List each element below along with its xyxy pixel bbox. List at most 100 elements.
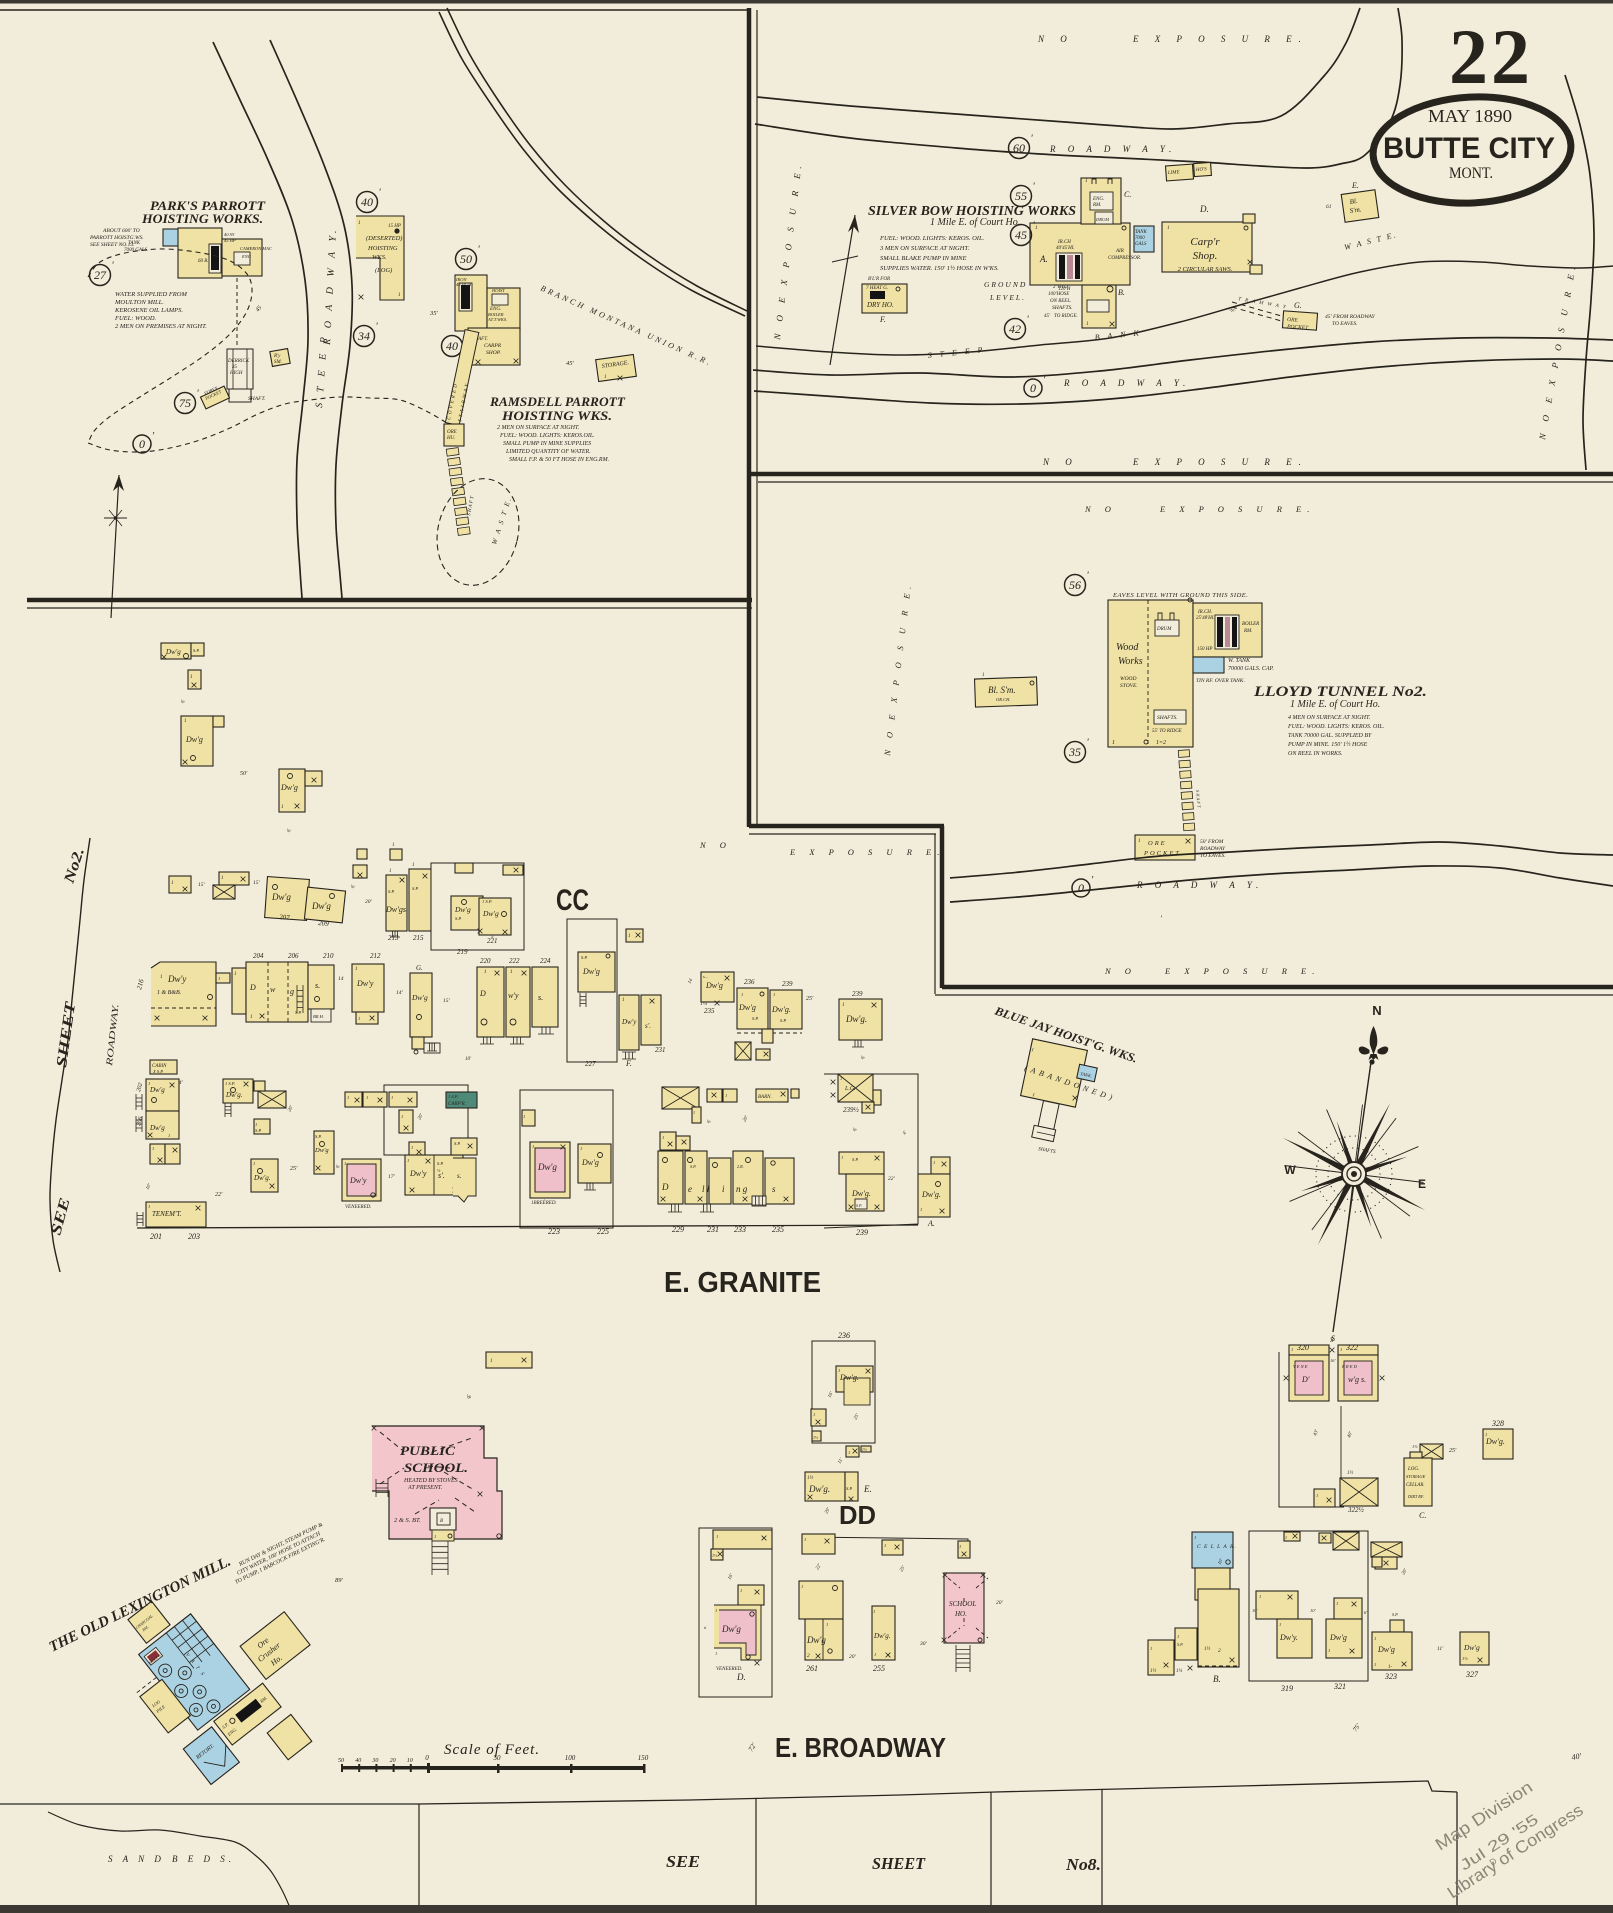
- svg-text:S.P.: S.P.: [1177, 1642, 1183, 1647]
- svg-text:70000 GALS. CAP.: 70000 GALS. CAP.: [1228, 666, 1274, 672]
- svg-text:ENG.: ENG.: [1092, 197, 1104, 202]
- svg-text:PUBLIC: PUBLIC: [400, 1443, 455, 1458]
- svg-text:ORE: ORE: [447, 430, 457, 435]
- svg-text:1BREÈRED.: 1BREÈRED.: [531, 1200, 557, 1206]
- svg-text:1: 1: [873, 1609, 875, 1614]
- svg-text:1: 1: [401, 1114, 403, 1119]
- svg-text:206: 206: [136, 1116, 144, 1126]
- svg-text:50' FROM: 50' FROM: [1200, 839, 1224, 845]
- svg-text:-6: -6: [333, 1164, 340, 1171]
- svg-text:2: 2: [1218, 1648, 1221, 1654]
- svg-text:25': 25': [853, 1412, 861, 1421]
- svg-text:LIMITED QUANTITY OF WATER.: LIMITED QUANTITY OF WATER.: [505, 449, 591, 455]
- svg-text:25': 25': [1449, 1448, 1457, 1454]
- svg-text:CARP'R.: CARP'R.: [448, 1102, 466, 1107]
- svg-text:RM.: RM.: [258, 1695, 268, 1704]
- svg-text:S.P.: S.P.: [780, 1018, 787, 1023]
- svg-text:Dw'g: Dw'g: [705, 981, 723, 990]
- svg-text:WATER SUPPLIED FROM: WATER SUPPLIED FROM: [115, 291, 187, 298]
- svg-text:': ': [197, 389, 200, 400]
- svg-text:1: 1: [160, 975, 163, 980]
- svg-text:20': 20': [849, 1654, 857, 1660]
- svg-text:1: 1: [1374, 1636, 1376, 1641]
- svg-text:16': 16': [827, 1390, 835, 1399]
- svg-text:1½: 1½: [862, 1448, 867, 1452]
- svg-text:Dw'g: Dw'g: [411, 993, 428, 1002]
- svg-text:22': 22': [215, 1192, 223, 1198]
- svg-text:RM.: RM.: [1243, 629, 1252, 634]
- svg-text:231: 231: [707, 1225, 719, 1234]
- svg-text:1: 1: [490, 1359, 493, 1364]
- svg-text:3 MEN ON SURFACE AT NIGHT.: 3 MEN ON SURFACE AT NIGHT.: [879, 245, 970, 252]
- svg-text:Dw'g.: Dw'g.: [851, 1189, 871, 1198]
- svg-text:': ': [1033, 221, 1036, 232]
- svg-text:239: 239: [856, 1228, 868, 1237]
- svg-text:B E D S.: B E D S.: [172, 1854, 235, 1864]
- svg-text:1: 1: [841, 1155, 843, 1160]
- svg-text:11': 11': [1437, 1646, 1444, 1652]
- svg-text:45': 45': [1044, 314, 1051, 319]
- svg-text:ON REEL.: ON REEL.: [1050, 299, 1071, 304]
- svg-text:SHAFT.: SHAFT.: [248, 396, 265, 402]
- svg-text:322½: 322½: [1347, 1506, 1365, 1514]
- svg-text:': ': [1087, 571, 1090, 582]
- svg-text:222: 222: [509, 957, 520, 965]
- svg-text:Dw'g: Dw'g: [806, 1635, 826, 1645]
- svg-text:55: 55: [1015, 189, 1027, 203]
- svg-text:S.P.: S.P.: [852, 1157, 859, 1162]
- svg-text:239: 239: [852, 990, 863, 998]
- svg-text:SHAFT.: SHAFT.: [472, 337, 488, 342]
- svg-text:45: 45: [254, 304, 263, 313]
- svg-text:S A N D: S A N D: [108, 1854, 165, 1864]
- svg-text:D.: D.: [736, 1672, 746, 1682]
- svg-text:320: 320: [1296, 1343, 1309, 1352]
- svg-text:1: 1: [1291, 1347, 1293, 1352]
- svg-text:1: 1: [1328, 1648, 1330, 1653]
- svg-text:7 HEAT G.: 7 HEAT G.: [866, 286, 888, 291]
- svg-text:OF: OF: [1227, 307, 1236, 315]
- svg-text:FUEL: WOOD. LIGHTS: KEROS.OIL.: FUEL: WOOD. LIGHTS: KEROS.OIL.: [499, 433, 595, 439]
- svg-text:F.: F.: [879, 315, 886, 324]
- svg-text:N O: N O: [699, 840, 732, 850]
- svg-text:W. TANK: W. TANK: [1228, 658, 1251, 664]
- svg-text:1: 1: [1279, 1622, 1281, 1627]
- svg-text:Dw'y: Dw'y: [621, 1018, 637, 1026]
- svg-text:0: 0: [139, 437, 145, 451]
- svg-text:261: 261: [806, 1664, 818, 1673]
- svg-text:207: 207: [279, 913, 291, 922]
- svg-text:20': 20': [996, 1600, 1004, 1606]
- svg-text:R'y: R'y: [273, 354, 281, 359]
- svg-text:S T E E P: S T E E P: [314, 333, 330, 408]
- svg-text:s.: s.: [538, 993, 543, 1002]
- svg-text:1: 1: [523, 1114, 525, 1119]
- svg-text:1: 1: [168, 1133, 170, 1138]
- svg-text:S.P.: S.P.: [454, 1141, 461, 1146]
- svg-text:1: 1: [1031, 1048, 1034, 1053]
- svg-text:Dw'g: Dw'g: [1463, 1643, 1480, 1652]
- svg-text:1: 1: [358, 1016, 360, 1021]
- svg-text:1: 1: [1259, 1594, 1261, 1599]
- svg-text:S.P.: S.P.: [315, 1134, 322, 1139]
- svg-text:1: 1: [1194, 1535, 1196, 1540]
- svg-text:1½: 1½: [1412, 1444, 1418, 1449]
- svg-text:Dw'g: Dw'g: [537, 1162, 557, 1172]
- svg-text:ORE: ORE: [1287, 317, 1299, 324]
- svg-text:TO RIDGE.: TO RIDGE.: [1054, 314, 1078, 319]
- svg-text:s: s: [772, 1184, 776, 1194]
- svg-text:1: 1: [959, 1544, 961, 1549]
- svg-text:45 HP: 45 HP: [224, 238, 236, 243]
- svg-text:1½: 1½: [813, 1435, 818, 1440]
- svg-text:22': 22': [815, 1562, 823, 1571]
- svg-text:60 B.: 60 B.: [198, 259, 209, 264]
- svg-text:1-: 1-: [1388, 1665, 1393, 1670]
- svg-text:1: 1: [389, 869, 392, 874]
- svg-text:1 S.P.: 1 S.P.: [482, 899, 492, 904]
- svg-text:15': 15': [198, 882, 206, 888]
- svg-text:60: 60: [1013, 141, 1025, 155]
- svg-text:1: 1: [344, 1161, 346, 1166]
- svg-text:PARK'S PARROTT: PARK'S PARROTT: [150, 198, 266, 213]
- svg-text:35: 35: [232, 365, 238, 370]
- svg-text:R O A D W A Y.: R O A D W A Y.: [1136, 880, 1263, 890]
- svg-text:1 S.P.: 1 S.P.: [225, 1081, 235, 1086]
- svg-text:235: 235: [704, 1007, 715, 1015]
